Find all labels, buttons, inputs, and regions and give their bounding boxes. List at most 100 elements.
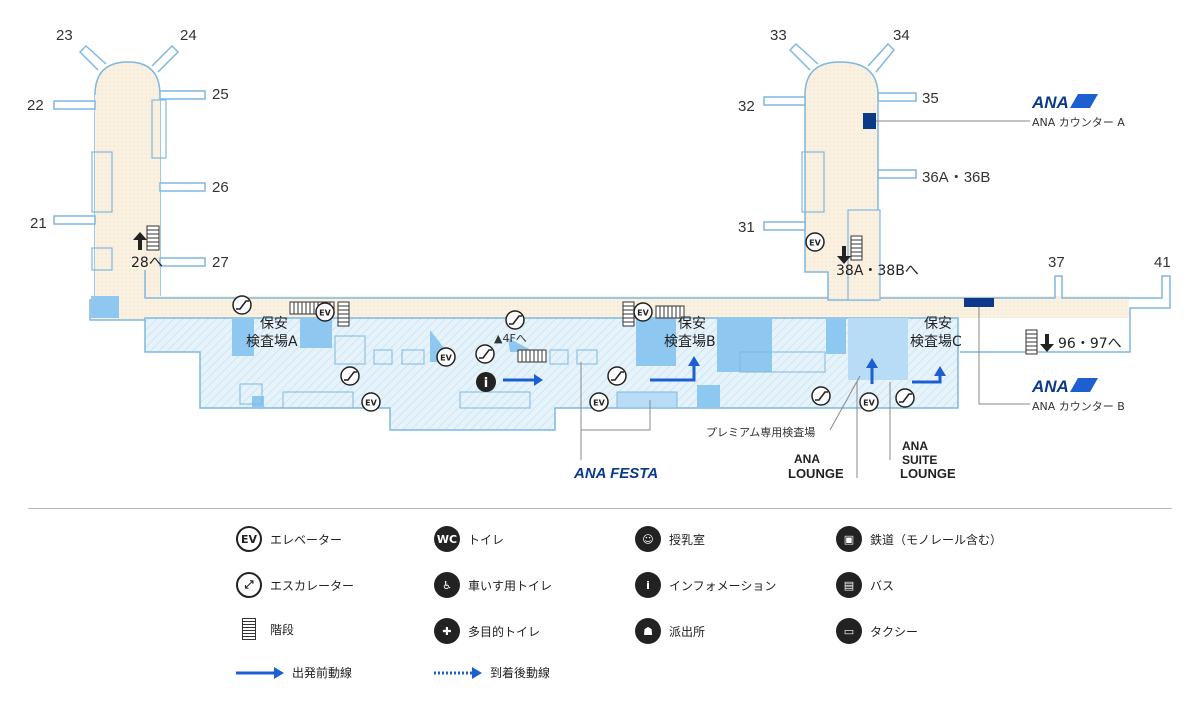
- legend-multipurpose-label: 多目的トイレ: [468, 624, 541, 639]
- to-4f-label: ▲4Fへ: [494, 332, 527, 345]
- escalator-icon: [811, 386, 831, 406]
- svg-text:EV: EV: [809, 239, 821, 248]
- legend-toilet-label: トイレ: [468, 532, 505, 547]
- svg-text:EV: EV: [440, 354, 452, 363]
- legend-elevator-label: エレベーター: [270, 532, 343, 547]
- ana-counter-b-marker: [964, 298, 994, 307]
- legend-information: i インフォメーション: [635, 572, 776, 598]
- legend-departure: 出発前動線: [236, 664, 352, 681]
- elevator-icon: EV: [236, 526, 262, 552]
- taxi-icon: ▭: [836, 618, 862, 644]
- gate-33: 33: [770, 27, 787, 44]
- escalator-icon: ⤢: [236, 572, 262, 598]
- ana-counter-a-label: ANA カウンター A: [1032, 116, 1125, 129]
- stairs-icon: [655, 305, 685, 319]
- ana-logo-b: ANA: [1031, 377, 1069, 396]
- checkpoint-a-line2: 検査場A: [246, 334, 298, 350]
- legend-wheelchair-label: 車いす用トイレ: [468, 578, 553, 593]
- stairs-icon: [850, 235, 863, 261]
- suite-lounge-line1: ANA: [902, 439, 928, 453]
- departure-routes: [503, 356, 946, 386]
- to-28-label: 28へ: [131, 255, 163, 271]
- suite-lounge-line3: LOUNGE: [900, 466, 956, 481]
- legend-bus-label: バス: [870, 578, 895, 593]
- svg-text:EV: EV: [863, 399, 875, 408]
- legend-wheelchair: ♿ 車いす用トイレ: [434, 572, 552, 598]
- gate-27: 27: [212, 254, 229, 271]
- stair-direction-labels: 28へ 38A・38Bへ 96・97へ ▲4Fへ: [131, 255, 1122, 352]
- to-96-97-label: 96・97へ: [1058, 336, 1122, 352]
- gate-26: 26: [212, 179, 229, 196]
- legend-escalator: ⤢ エスカレーター: [236, 572, 354, 598]
- legend-nursing-label: 授乳室: [669, 532, 706, 547]
- terminal-map: EV EV EV EV EV EV EV i 23 24 22 25 26 21…: [27, 27, 1171, 482]
- gate-35: 35: [922, 90, 939, 107]
- checkpoint-c-line2: 検査場C: [910, 334, 962, 350]
- ana-logo-a: ANA: [1031, 93, 1069, 112]
- legend-taxi: ▭ タクシー: [836, 618, 918, 644]
- legend-escalator-label: エスカレーター: [270, 578, 355, 593]
- security-zone: [144, 317, 959, 431]
- ana-counter-a-marker: [863, 113, 876, 129]
- elevator-icon: EV: [805, 232, 825, 252]
- bus-icon: ▤: [836, 572, 862, 598]
- multipurpose-toilet-icon: ✚: [434, 618, 460, 644]
- legend-taxi-label: タクシー: [870, 624, 919, 639]
- pier-left: [53, 44, 206, 321]
- ana-festa-logo: ANA FESTA: [573, 465, 658, 482]
- escalator-icon: [505, 310, 525, 330]
- stairs-icon: [517, 349, 547, 363]
- legend-stairs-label: 階段: [270, 622, 295, 637]
- information-icon: i: [635, 572, 661, 598]
- legend-rail-label: 鉄道（モノレール含む）: [870, 532, 1003, 547]
- legend: EV エレベーター ⤢ エスカレーター 階段 出発前動線 WC トイレ ♿ 車い…: [0, 508, 1200, 708]
- elevator-icon: EV: [589, 392, 609, 412]
- gate-23: 23: [56, 27, 73, 44]
- gate-41: 41: [1154, 254, 1171, 271]
- stairs-icon: [622, 301, 635, 327]
- legend-police-label: 派出所: [669, 624, 706, 639]
- svg-text:EV: EV: [319, 309, 331, 318]
- train-icon: ▣: [836, 526, 862, 552]
- gate-24: 24: [180, 27, 197, 44]
- legend-information-label: インフォメーション: [669, 578, 777, 593]
- checkpoint-c-line1: 保安: [924, 316, 952, 332]
- departure-arrow-icon: [236, 666, 284, 679]
- escalator-icon: [475, 344, 495, 364]
- stairs-icons: [146, 225, 1038, 363]
- stairs-icon: [146, 225, 160, 251]
- legend-elevator: EV エレベーター: [236, 526, 342, 552]
- escalator-icon: [607, 366, 627, 386]
- legend-police: ☗ 派出所: [635, 618, 705, 644]
- gate-36a-36b: 36A・36B: [922, 169, 990, 186]
- legend-divider: [28, 508, 1172, 509]
- arrival-arrow-icon: [434, 666, 482, 679]
- svg-text:i: i: [484, 376, 488, 391]
- checkpoint-b-line1: 保安: [678, 316, 706, 332]
- elevator-icon: EV: [361, 392, 381, 412]
- suite-lounge-line2: SUITE: [902, 453, 937, 467]
- info-icon: i: [476, 372, 496, 392]
- legend-arrival: 到着後動線: [434, 664, 550, 681]
- police-box-icon: ☗: [635, 618, 661, 644]
- callouts: ANA ANA カウンター A ANA ANA カウンター B プレミアム専用検…: [573, 93, 1125, 482]
- ana-counter-b-label: ANA カウンター B: [1032, 400, 1125, 413]
- checkpoint-labels: 保安 検査場A 保安 検査場B 保安 検査場C: [246, 316, 962, 350]
- elevator-icon: EV: [859, 392, 879, 412]
- gate-31: 31: [738, 219, 755, 236]
- legend-arrival-label: 到着後動線: [490, 666, 551, 680]
- nursing-room-icon: ☺: [635, 526, 661, 552]
- gate-22: 22: [27, 97, 44, 114]
- premium-checkpoint-label: プレミアム専用検査場: [706, 425, 815, 439]
- stairs-icon: [337, 301, 350, 327]
- ana-lounge-line1: ANA: [794, 452, 820, 466]
- gate-25: 25: [212, 86, 229, 103]
- gate-labels: 23 24 22 25 26 21 27 33 34 32 35 36A・36B…: [27, 27, 1171, 271]
- gate-21: 21: [30, 215, 47, 232]
- elevator-icon: EV: [436, 347, 456, 367]
- elevator-icon: EV: [633, 302, 653, 322]
- to-38-label: 38A・38Bへ: [836, 263, 919, 279]
- wheelchair-icon: ♿: [434, 572, 460, 598]
- legend-bus: ▤ バス: [836, 572, 894, 598]
- svg-text:EV: EV: [593, 399, 605, 408]
